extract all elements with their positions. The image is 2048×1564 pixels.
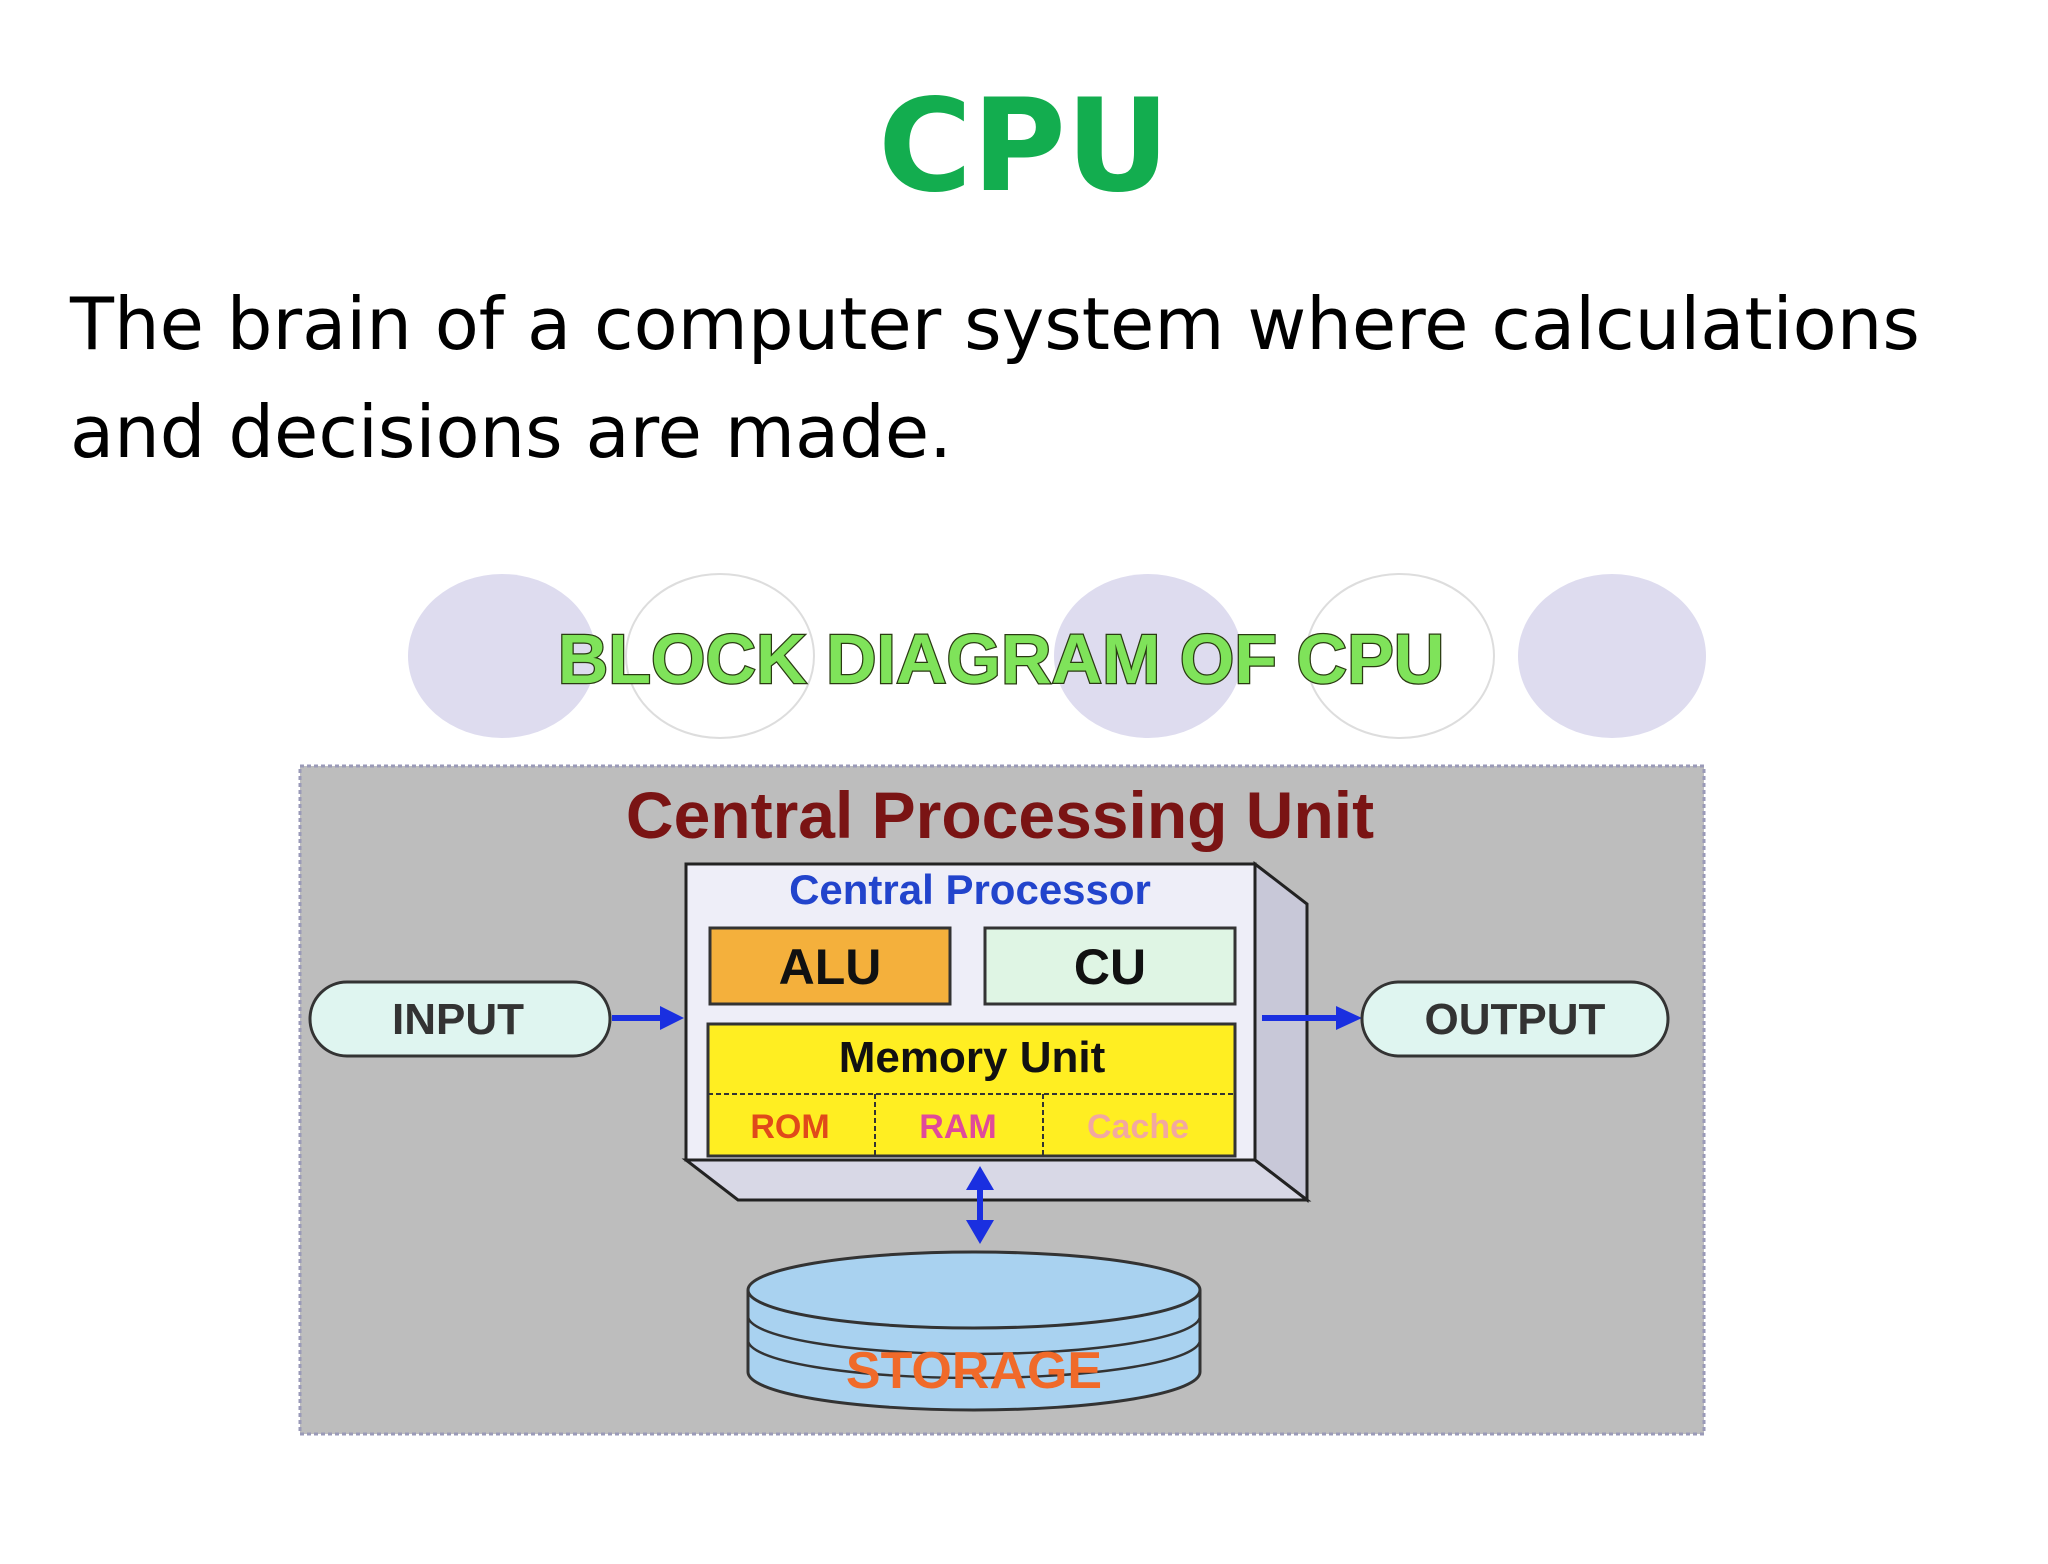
header-ellipse-3 — [1054, 574, 1242, 738]
header-ellipse-5 — [1518, 574, 1706, 738]
memory-cell-cache: Cache — [1087, 1108, 1189, 1146]
storage-band-1 — [746, 1315, 1202, 1356]
output-arrow — [1262, 1006, 1362, 1030]
storage-band-2 — [746, 1339, 1202, 1380]
input-terminal — [308, 980, 612, 1058]
input-arrow — [612, 1006, 684, 1030]
processor-box-bottom — [681, 1158, 1312, 1202]
header-ellipse-2 — [625, 573, 815, 739]
input-label: INPUT — [392, 995, 524, 1044]
storage-cylinder — [746, 1250, 1202, 1412]
memory-cell-ram: RAM — [919, 1108, 996, 1146]
memory-unit-label: Memory Unit — [839, 1033, 1106, 1082]
processor-box-side — [1253, 860, 1309, 1204]
storage-label: STORAGE — [846, 1342, 1102, 1400]
cu-label: CU — [1074, 939, 1146, 995]
slide-body-text: The brain of a computer system where cal… — [70, 282, 1920, 474]
memory-cell-rom: ROM — [750, 1108, 829, 1146]
output-label: OUTPUT — [1425, 995, 1606, 1044]
processor-label: Central Processor — [789, 866, 1151, 913]
header-ellipses — [408, 573, 1706, 739]
memory-unit-box — [706, 1022, 1237, 1158]
storage-link-arrow — [966, 1166, 994, 1244]
cu-box — [983, 926, 1237, 1006]
alu-box — [708, 926, 952, 1006]
slide-title: CPU — [878, 72, 1170, 221]
diagram-header: BLOCK DIAGRAM OF CPU — [558, 620, 1445, 698]
unit-title: Central Processing Unit — [626, 778, 1374, 852]
alu-label: ALU — [779, 939, 882, 995]
output-terminal — [1360, 980, 1670, 1058]
header-ellipse-1 — [408, 574, 596, 738]
storage-cylinder-top — [746, 1250, 1202, 1330]
header-ellipse-4 — [1305, 573, 1495, 739]
